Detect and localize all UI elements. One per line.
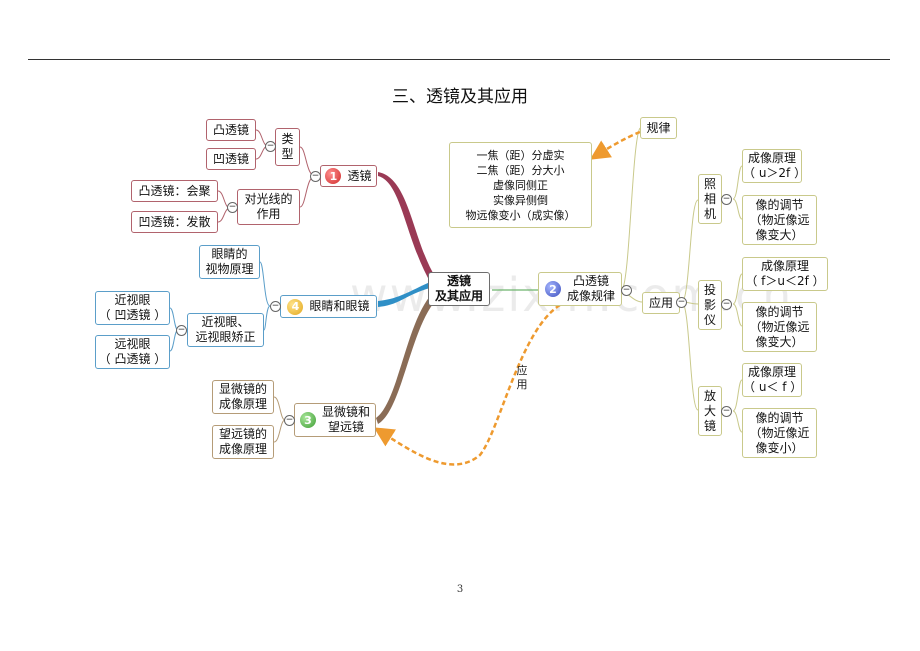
branch-microscope-label: 显微镜和 望远镜 [321, 405, 370, 434]
branch-connector-4 [378, 282, 430, 307]
node-concave-lens[interactable]: 凹透镜 [206, 148, 256, 170]
collapse-toggle-correction[interactable]: − [176, 325, 187, 336]
connector-rule [621, 127, 641, 291]
node-telescope-principle[interactable]: 望远镜的 成像原理 [212, 425, 274, 459]
number-badge-1: 1 [325, 168, 342, 184]
central-topic[interactable]: 透镜 及其应用 [428, 272, 490, 306]
node-converge[interactable]: 凸透镜：会聚 [131, 180, 218, 202]
page-number: 3 [456, 584, 464, 595]
top-rule-line [28, 59, 890, 60]
number-badge-4: 4 [287, 298, 304, 315]
node-magnifier-adjust[interactable]: 像的调节 （物近像近 像变小） [742, 408, 817, 458]
collapse-toggle-camera[interactable]: − [721, 194, 732, 205]
node-hyperopia[interactable]: 远视眼 （ 凸透镜 ） [95, 335, 170, 369]
node-microscope-principle[interactable]: 显微镜的 成像原理 [212, 380, 274, 414]
branch-connector-3 [376, 296, 436, 424]
connector-magnifier-principle [732, 379, 743, 412]
number-badge-2: 2 [544, 281, 561, 297]
branch-imaging-label: 凸透镜 成像规律 [566, 274, 615, 303]
page-title: 三、透镜及其应用 [392, 87, 528, 107]
collapse-toggle-types[interactable]: − [265, 141, 276, 152]
collapse-toggle-application[interactable]: − [676, 297, 687, 308]
connector-camera-principle [732, 165, 743, 200]
branch-connector-1 [378, 172, 436, 285]
node-projector-adjust[interactable]: 像的调节 （物近像远 像变大） [742, 302, 817, 352]
connector-projector-adjust [732, 303, 743, 327]
branch-lens-label: 透镜 [347, 168, 372, 183]
node-vision-principle[interactable]: 眼睛的 视物原理 [199, 245, 260, 279]
application-arrow [373, 303, 561, 466]
collapse-toggle-imaging[interactable]: − [621, 285, 632, 296]
connector-vision [259, 261, 271, 307]
arrow-label-application: 应 用 [516, 364, 528, 391]
node-magnifier-principle[interactable]: 成像原理 （ u＜ f ） [742, 363, 802, 397]
node-light-effect[interactable]: 对光线的 作用 [237, 189, 300, 225]
node-camera[interactable]: 照 相 机 [698, 174, 722, 224]
rule-arrow [589, 130, 641, 160]
node-rule-text[interactable]: 一焦（距）分虚实 二焦（距）分大小 虚像同侧正 实像异侧倒 物远像变小（成实像） [449, 142, 592, 228]
node-types[interactable]: 类 型 [275, 128, 300, 166]
node-camera-principle[interactable]: 成像原理 （ u＞2f ） [742, 149, 806, 183]
node-convex-lens[interactable]: 凸透镜 [206, 119, 256, 141]
branch-convex-imaging[interactable]: 2 凸透镜 成像规律 [538, 272, 622, 306]
collapse-toggle-eyes[interactable]: − [270, 301, 281, 312]
connector-camera-adjust [732, 198, 743, 220]
node-projector[interactable]: 投 影 仪 [698, 280, 722, 330]
node-projector-principle[interactable]: 成像原理 （ f＞u＜2f ） [742, 257, 828, 291]
collapse-toggle-lens[interactable]: − [310, 171, 321, 182]
connector-magnifier-adjust [732, 410, 743, 433]
branch-microscope-telescope[interactable]: 3 显微镜和 望远镜 [294, 403, 376, 437]
connector-camera [681, 199, 699, 303]
connector-correction [263, 305, 271, 331]
node-camera-adjust[interactable]: 像的调节 （物近像远 像变大） [742, 195, 817, 245]
branch-eyes-label: 眼睛和眼镜 [309, 299, 370, 313]
node-myopia[interactable]: 近视眼 （ 凹透镜 ） [95, 291, 170, 325]
connector-magnifier [681, 301, 699, 411]
collapse-toggle-light[interactable]: − [227, 202, 238, 213]
node-vision-correction[interactable]: 近视眼、 远视眼矫正 [187, 313, 264, 347]
collapse-toggle-microscope[interactable]: − [284, 415, 295, 426]
collapse-toggle-projector[interactable]: − [721, 299, 732, 310]
branch-eyes-glasses[interactable]: 4 眼睛和眼镜 [280, 295, 377, 318]
connector-projector-principle [732, 273, 743, 305]
connector-microscope [273, 396, 286, 421]
node-application[interactable]: 应用 [642, 292, 680, 314]
number-badge-3: 3 [299, 412, 316, 428]
node-magnifier[interactable]: 放 大 镜 [698, 386, 722, 436]
connector-telescope [273, 419, 286, 443]
node-diverge[interactable]: 凹透镜：发散 [131, 211, 218, 233]
branch-lens[interactable]: 1 透镜 [320, 165, 377, 187]
collapse-toggle-magnifier[interactable]: − [721, 406, 732, 417]
node-rule[interactable]: 规律 [640, 117, 677, 139]
